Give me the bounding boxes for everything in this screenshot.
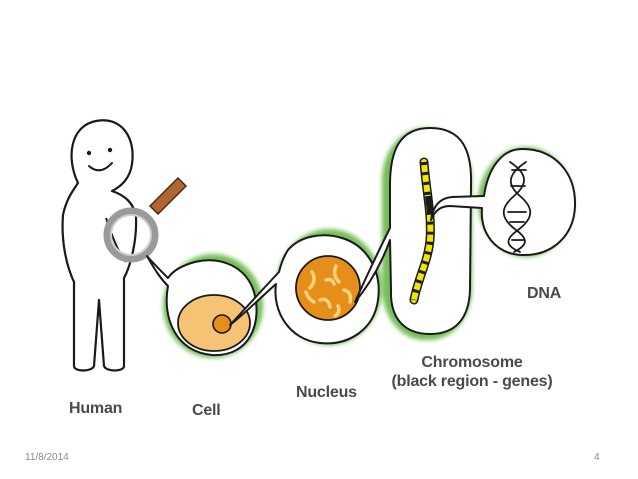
dna-helix — [502, 161, 532, 253]
magnifying-glass — [103, 176, 188, 263]
eye-left — [86, 150, 92, 156]
label-nucleus: Nucleus — [296, 384, 357, 401]
footer-date: 11/8/2014 — [25, 452, 69, 463]
slide-number: 4 — [594, 452, 600, 463]
chromosome-bubble — [354, 127, 473, 340]
cell-bubble — [146, 254, 263, 358]
label-cell: Cell — [192, 402, 221, 419]
label-chromosome-title: Chromosome — [421, 354, 523, 371]
label-chromosome: Chromosome (black region - genes) — [386, 353, 558, 391]
eye-right — [107, 147, 113, 153]
nucleus — [295, 255, 361, 321]
human-figure — [61, 119, 138, 372]
dna-bubble — [430, 147, 577, 257]
cell-nucleus — [212, 314, 232, 334]
label-chromosome-note: (black region - genes) — [391, 373, 553, 390]
chromosome — [409, 157, 435, 305]
label-dna: DNA — [527, 285, 562, 302]
nucleus-bubble — [229, 229, 382, 345]
label-human: Human — [69, 400, 123, 417]
smile — [88, 162, 113, 172]
